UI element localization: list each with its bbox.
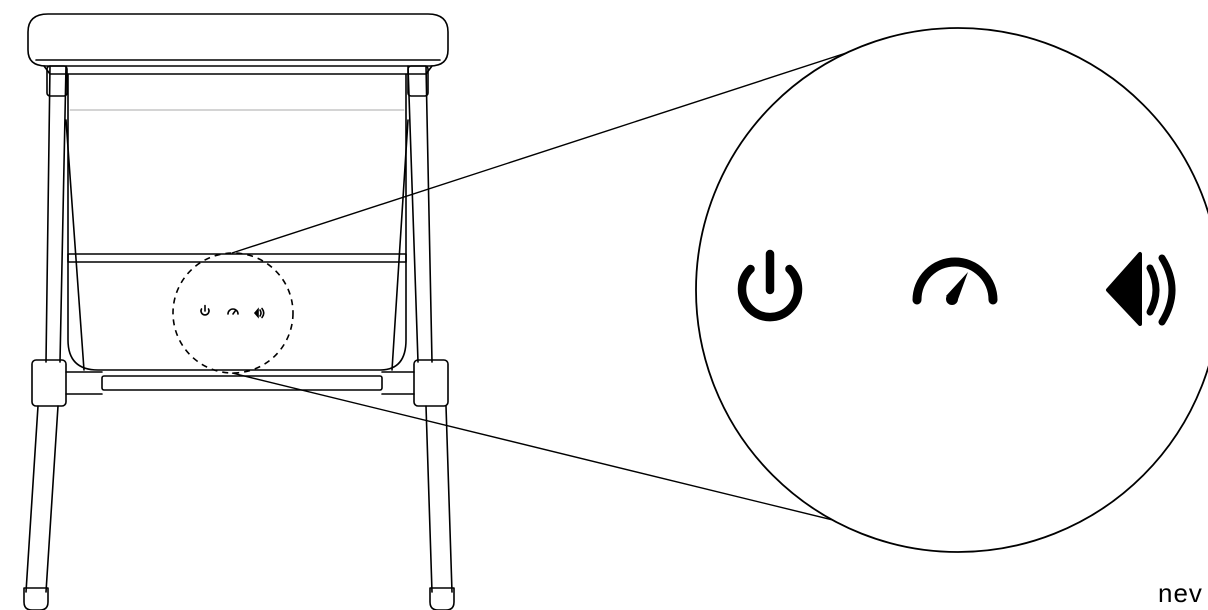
bassinet-stand [23,13,455,610]
right-foot [429,587,455,610]
small-volume-icon [253,307,265,319]
brand-text: nev [1158,578,1203,608]
small-power-icon [200,304,210,316]
right-hinge [413,359,449,407]
power-icon [737,249,803,322]
left-upper-leg [45,65,67,363]
bassinet-top-rim [27,13,449,67]
volume-icon [1106,252,1176,326]
bassinet-basket [67,73,407,371]
speedometer-icon [912,257,998,305]
cross-bar [101,375,383,391]
left-hinge [31,359,67,407]
small-controls [200,304,265,319]
left-foot [23,587,49,610]
small-speedometer-icon [227,308,239,315]
callout-lines [231,41,936,546]
control-panel [67,253,407,263]
right-upper-leg [407,65,433,363]
highlight-circle [172,252,294,374]
right-lower-leg [425,405,453,593]
left-lower-leg [25,405,59,593]
